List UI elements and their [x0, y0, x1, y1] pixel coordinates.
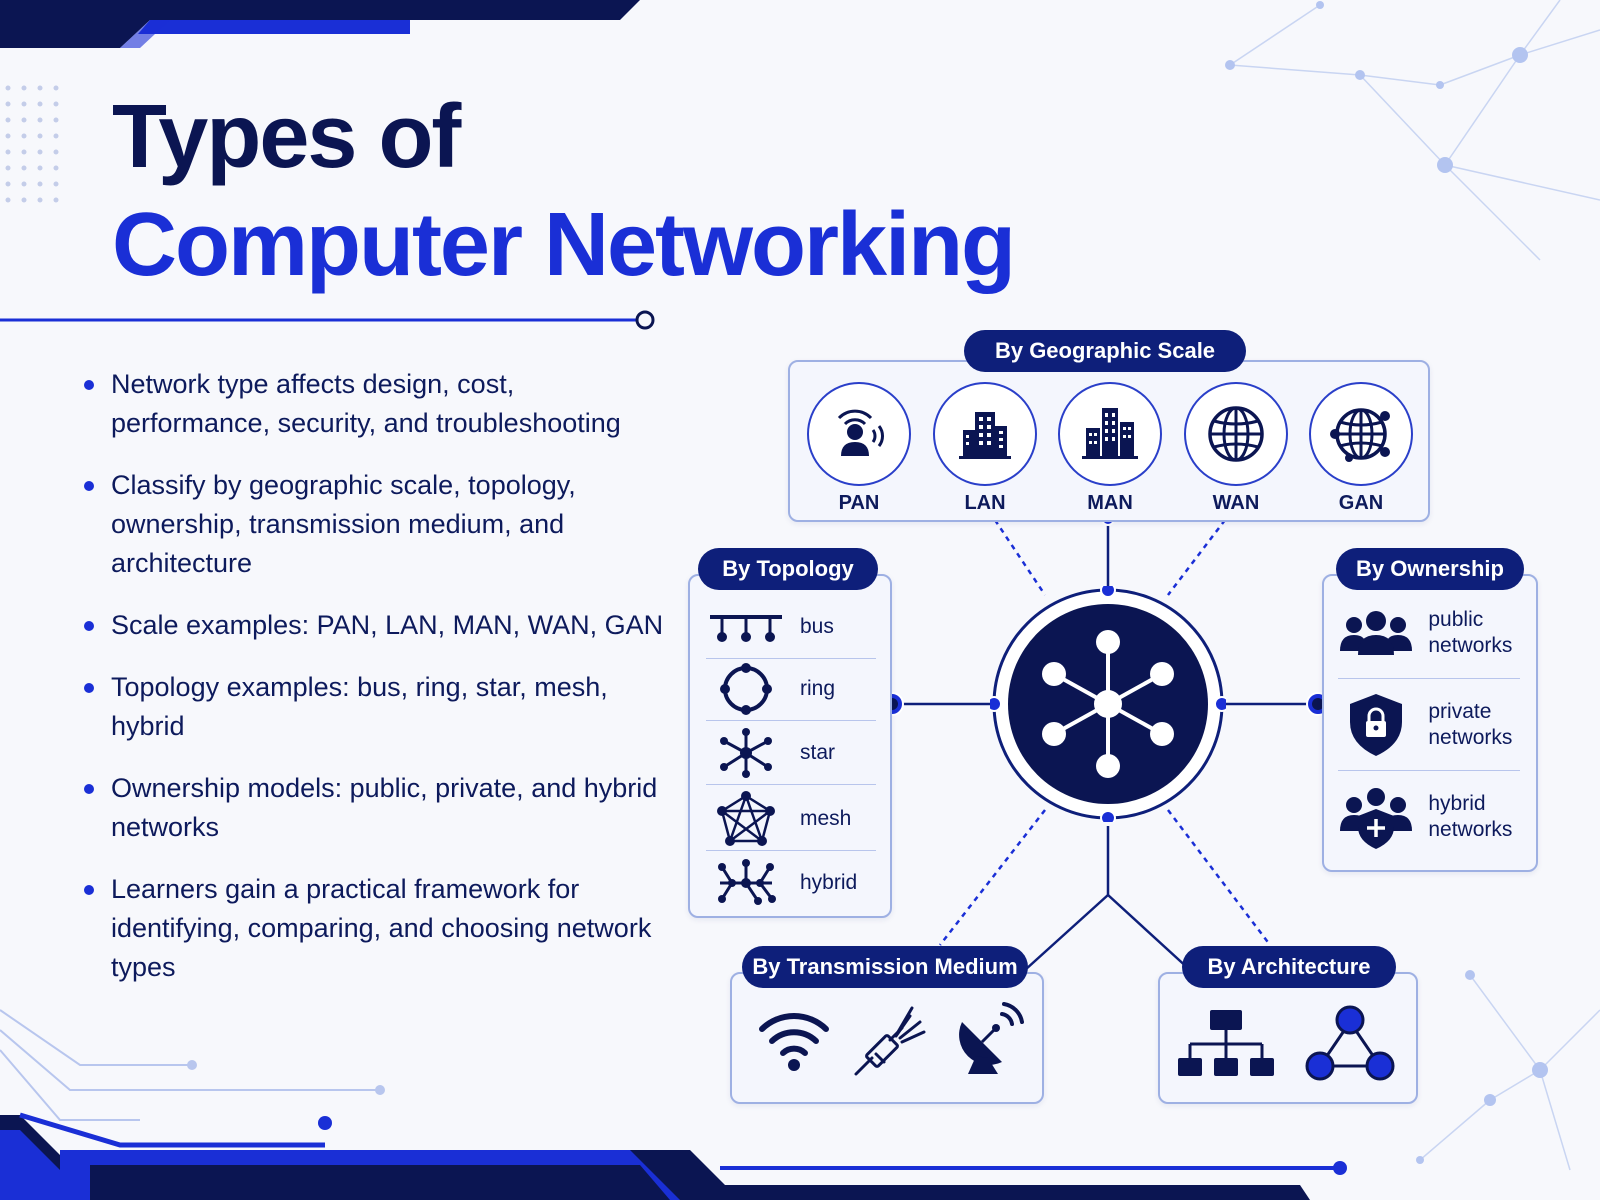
bullet-dot	[84, 481, 94, 491]
bullet-dot	[84, 683, 94, 693]
bullet-dot	[84, 784, 94, 794]
ownership-heading: By Ownership	[1336, 548, 1524, 590]
bullet-item: Learners gain a practical framework for …	[80, 870, 680, 987]
topology-heading: By Topology	[698, 548, 878, 590]
topology-panel: bus ring star	[688, 574, 892, 918]
title-line-2: Computer Networking	[112, 195, 1016, 295]
scale-item-man: MAN	[1055, 382, 1165, 515]
topology-row-bus: bus	[706, 596, 876, 659]
geographic-scale-heading: By Geographic Scale	[964, 330, 1246, 372]
star-topology-icon	[706, 728, 786, 778]
topology-label: mesh	[800, 807, 852, 830]
bullet-item: Scale examples: PAN, LAN, MAN, WAN, GAN	[80, 606, 680, 645]
topology-label: ring	[800, 677, 836, 700]
bullet-item: Ownership models: public, private, and h…	[80, 769, 680, 847]
mesh-topology-icon	[706, 791, 786, 846]
ownership-row-hybrid: hybrid networks	[1338, 772, 1520, 862]
bullet-item: Classify by geographic scale, topology, …	[80, 466, 680, 583]
bus-topology-icon	[706, 602, 786, 652]
globe-icon	[1184, 382, 1288, 486]
topology-label: star	[800, 741, 836, 764]
ownership-row-private: private networks	[1338, 680, 1520, 771]
scale-item-wan: WAN	[1181, 382, 1291, 515]
client-server-hierarchy-icon	[1174, 1004, 1278, 1084]
topology-row-hybrid: hybrid	[706, 852, 876, 914]
ownership-label: private networks	[1428, 700, 1513, 749]
topology-label: hybrid	[800, 871, 858, 894]
topology-row-mesh: mesh	[706, 788, 876, 851]
ownership-panel: public networks private networks	[1322, 574, 1538, 872]
shield-lock-icon	[1338, 690, 1414, 760]
people-group-icon	[1338, 598, 1414, 668]
bullet-list: Network type affects design, cost, perfo…	[80, 365, 680, 1010]
scale-label: MAN	[1087, 492, 1133, 514]
transmission-medium-panel	[730, 972, 1044, 1104]
scale-label: WAN	[1212, 492, 1260, 514]
people-shield-icon	[1338, 782, 1414, 852]
hybrid-topology-icon	[706, 858, 786, 908]
scale-label: PAN	[838, 492, 880, 514]
topology-label: bus	[800, 615, 834, 638]
wifi-icon	[754, 1002, 834, 1078]
bullet-item: Network type affects design, cost, perfo…	[80, 365, 680, 443]
scale-label: GAN	[1338, 492, 1384, 514]
ring-topology-icon	[706, 663, 786, 715]
geographic-scale-panel: PAN LAN	[788, 360, 1430, 522]
topology-row-star: star	[706, 722, 876, 785]
scale-label: LAN	[964, 492, 1006, 514]
globe-network-icon	[1309, 382, 1413, 486]
architecture-panel	[1158, 972, 1418, 1104]
title-line-1: Types of	[112, 87, 461, 187]
scale-item-gan: GAN	[1306, 382, 1416, 515]
satellite-dish-icon	[950, 998, 1030, 1082]
bullet-dot	[84, 885, 94, 895]
bullet-dot	[84, 621, 94, 631]
bullet-dot	[84, 380, 94, 390]
topology-row-ring: ring	[706, 658, 876, 721]
city-buildings-icon	[1058, 382, 1162, 486]
ownership-row-public: public networks	[1338, 588, 1520, 679]
architecture-heading: By Architecture	[1182, 946, 1396, 988]
person-wireless-icon	[807, 382, 911, 486]
fiber-cable-icon	[850, 1000, 930, 1080]
office-building-icon	[933, 382, 1037, 486]
scale-item-pan: PAN	[804, 382, 914, 515]
ownership-label: public networks	[1428, 608, 1513, 657]
network-hub-icon	[990, 586, 1226, 822]
peer-to-peer-icon	[1302, 1002, 1398, 1086]
bullet-item: Topology examples: bus, ring, star, mesh…	[80, 668, 680, 746]
transmission-medium-heading: By Transmission Medium	[742, 946, 1028, 988]
scale-item-lan: LAN	[930, 382, 1040, 515]
ownership-label: hybrid networks	[1428, 792, 1513, 841]
